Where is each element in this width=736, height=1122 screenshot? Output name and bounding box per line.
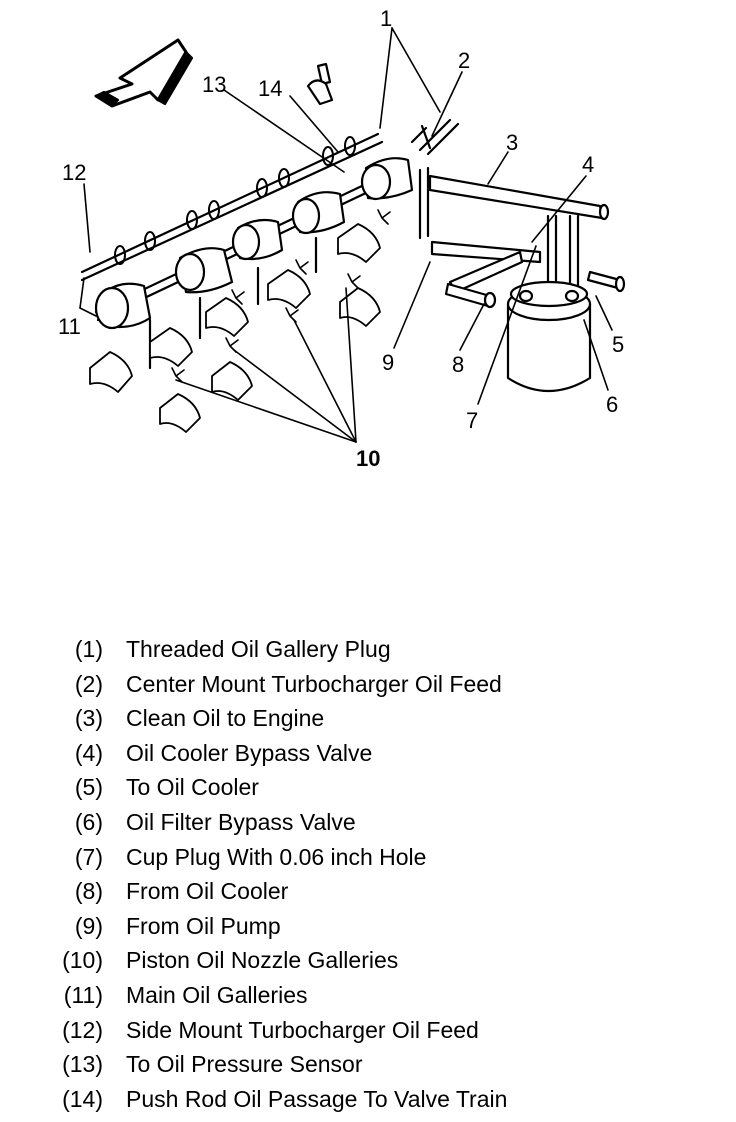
legend-item: (14) Push Rod Oil Passage To Valve Train: [0, 1082, 736, 1116]
callout-1: 1: [380, 6, 392, 31]
clean-oil-pipe: [428, 174, 610, 221]
legend-item: (1) Threaded Oil Gallery Plug: [0, 632, 736, 666]
legend-number: (10): [62, 947, 103, 974]
legend-text: Oil Cooler Bypass Valve: [126, 739, 373, 766]
oil-filter: [506, 280, 592, 393]
legend-text: Oil Filter Bypass Valve: [126, 809, 356, 835]
legend-number: (12): [62, 1016, 103, 1043]
legend-number: (1): [74, 636, 103, 662]
callout-11: 11: [58, 314, 81, 339]
legend-text: Center Mount Turbocharger Oil Feed: [126, 670, 502, 697]
legend-text: To Oil Cooler: [126, 774, 259, 801]
legend-text: To Oil Pressure Sensor: [126, 1051, 363, 1078]
legend-text: From Oil Pump: [126, 912, 281, 939]
nozzle-spray-marks: [171, 209, 391, 383]
legend-text: Main Oil Galleries: [126, 982, 308, 1008]
legend-number: (9): [74, 912, 103, 939]
main-bearing-cylinders: [94, 157, 414, 330]
callout-14: 14: [258, 76, 282, 101]
legend-number: (14): [62, 1085, 103, 1112]
legend-number: (2): [74, 670, 103, 697]
pushrod-fitting: [306, 62, 334, 106]
legend-text: Threaded Oil Gallery Plug: [126, 636, 391, 662]
legend-text: From Oil Cooler: [126, 878, 289, 905]
callout-5: 5: [612, 332, 624, 357]
legend-item: (11) Main Oil Galleries: [0, 978, 736, 1012]
gallery-bosses: [114, 136, 356, 265]
callout-12: 12: [62, 160, 86, 185]
legend-text: Cup Plug With 0.06 inch Hole: [126, 843, 427, 870]
callout-2: 2: [458, 48, 470, 73]
legend-number: (8): [74, 878, 103, 905]
callout-labels: 1 2 3 4 5 6 7 8 9 10 11 12 13 14: [58, 6, 624, 471]
legend-item: (6) Oil Filter Bypass Valve: [0, 805, 736, 839]
callout-4: 4: [582, 152, 594, 177]
callout-6: 6: [606, 392, 618, 417]
legend-item: (7) Cup Plug With 0.06 inch Hole: [0, 840, 736, 874]
cylinder-crescents: [89, 223, 381, 433]
legend-item: (8) From Oil Cooler: [0, 874, 736, 908]
front-direction-arrow: [94, 38, 194, 108]
legend-item: (12) Side Mount Turbocharger Oil Feed: [0, 1013, 736, 1047]
legend-number: (5): [74, 774, 103, 801]
legend-text: Clean Oil to Engine: [126, 705, 325, 732]
pump-cooler-plumbing: [430, 214, 626, 309]
leader-lines: [79, 27, 613, 443]
legend-number: (6): [74, 809, 103, 835]
legend-item: (10) Piston Oil Nozzle Galleries: [0, 943, 736, 977]
legend-text: Side Mount Turbocharger Oil Feed: [126, 1016, 479, 1043]
callout-9: 9: [382, 350, 394, 375]
callout-8: 8: [452, 352, 464, 377]
oil-flow-diagram: 1 2 3 4 5 6 7 8 9 10 11 12 13 14: [58, 6, 626, 471]
turbo-feed-tubes: [410, 118, 460, 156]
callout-13: 13: [202, 72, 226, 97]
legend-item: (2) Center Mount Turbocharger Oil Feed: [0, 667, 736, 701]
legend-number: (3): [74, 705, 103, 732]
callout-10: 10: [356, 446, 380, 471]
legend-number: (4): [74, 739, 103, 766]
piston-nozzle-galleries: [148, 166, 430, 370]
legend-item: (13) To Oil Pressure Sensor: [0, 1047, 736, 1081]
legend-item: (5) To Oil Cooler: [0, 770, 736, 804]
callout-7: 7: [466, 408, 478, 433]
legend-text: Piston Oil Nozzle Galleries: [126, 947, 399, 974]
callout-3: 3: [506, 130, 518, 155]
legend-number: (13): [62, 1051, 103, 1078]
legend-number: (11): [63, 982, 103, 1008]
legend-item: (9) From Oil Pump: [0, 909, 736, 943]
legend-text: Push Rod Oil Passage To Valve Train: [126, 1085, 508, 1112]
legend-number: (7): [74, 843, 103, 870]
legend-item: (3) Clean Oil to Engine: [0, 701, 736, 735]
legend-item: (4) Oil Cooler Bypass Valve: [0, 736, 736, 770]
